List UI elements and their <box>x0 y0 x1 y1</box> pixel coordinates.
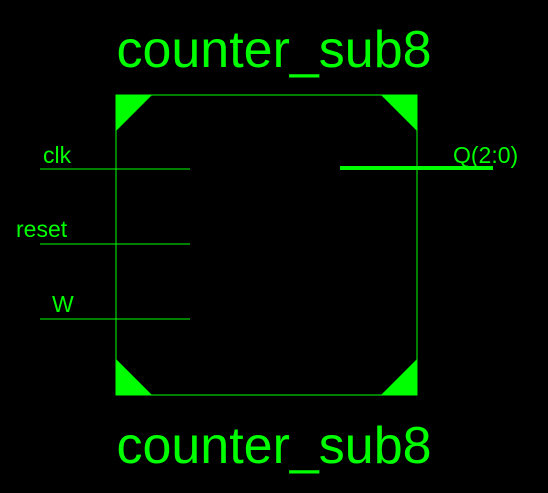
pin-label-clk: clk <box>43 142 72 168</box>
corner-marker-top-left <box>116 95 152 131</box>
corner-marker-top-right <box>381 95 417 131</box>
pin-label-reset: reset <box>16 216 68 242</box>
symbol-title-top: counter_sub8 <box>116 21 432 79</box>
pin-label-q: Q(2:0) <box>453 142 519 168</box>
block-outline[interactable] <box>115 94 418 396</box>
corner-marker-bottom-right <box>381 359 417 395</box>
corner-marker-bottom-left <box>116 359 152 395</box>
symbol-title-bottom: counter_sub8 <box>116 417 432 475</box>
pin-label-w: W <box>52 291 74 317</box>
